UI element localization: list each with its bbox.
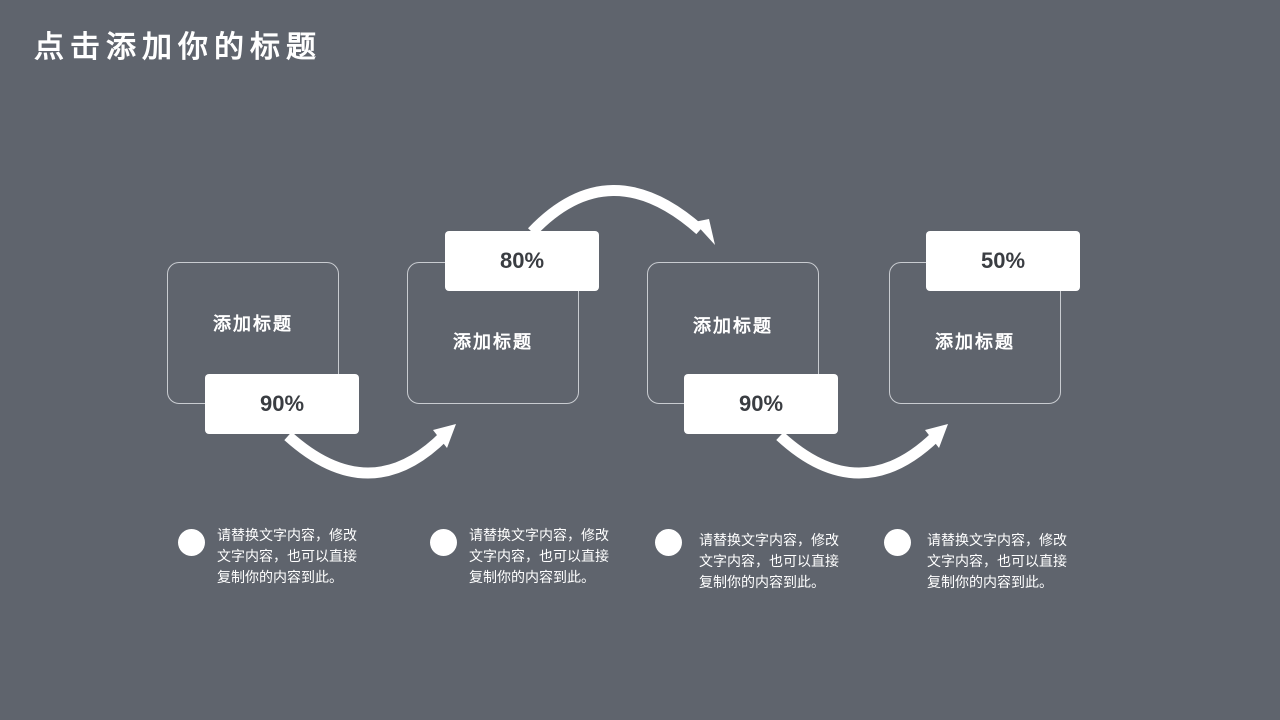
curved-arrow-icon [776,424,948,479]
step-label-4: 添加标题 [935,332,1015,353]
step-description-4: 请替换文字内容，修改文字内容，也可以直接复制你的内容到此。 [927,533,1067,591]
step-description-3: 请替换文字内容，修改文字内容，也可以直接复制你的内容到此。 [699,533,839,591]
bullet-dot-icon [884,529,911,556]
bullet-dot-icon [430,529,457,556]
percent-badge-1: 90% [205,374,359,434]
step-description-2: 请替换文字内容，修改文字内容，也可以直接复制你的内容到此。 [469,528,609,586]
percent-badge-2: 80% [445,231,599,291]
percent-badge-3: 90% [684,374,838,434]
step-label-3: 添加标题 [693,316,773,337]
step-label-2: 添加标题 [453,332,533,353]
bullet-dot-icon [178,529,205,556]
curved-arrow-icon [284,424,456,479]
bullet-dot-icon [655,529,682,556]
step-description-1: 请替换文字内容，修改文字内容，也可以直接复制你的内容到此。 [217,528,357,586]
curved-arrow-icon [528,185,715,245]
percent-badge-4: 50% [926,231,1080,291]
page-title: 点击添加你的标题 [34,30,322,65]
step-label-1: 添加标题 [213,314,293,335]
